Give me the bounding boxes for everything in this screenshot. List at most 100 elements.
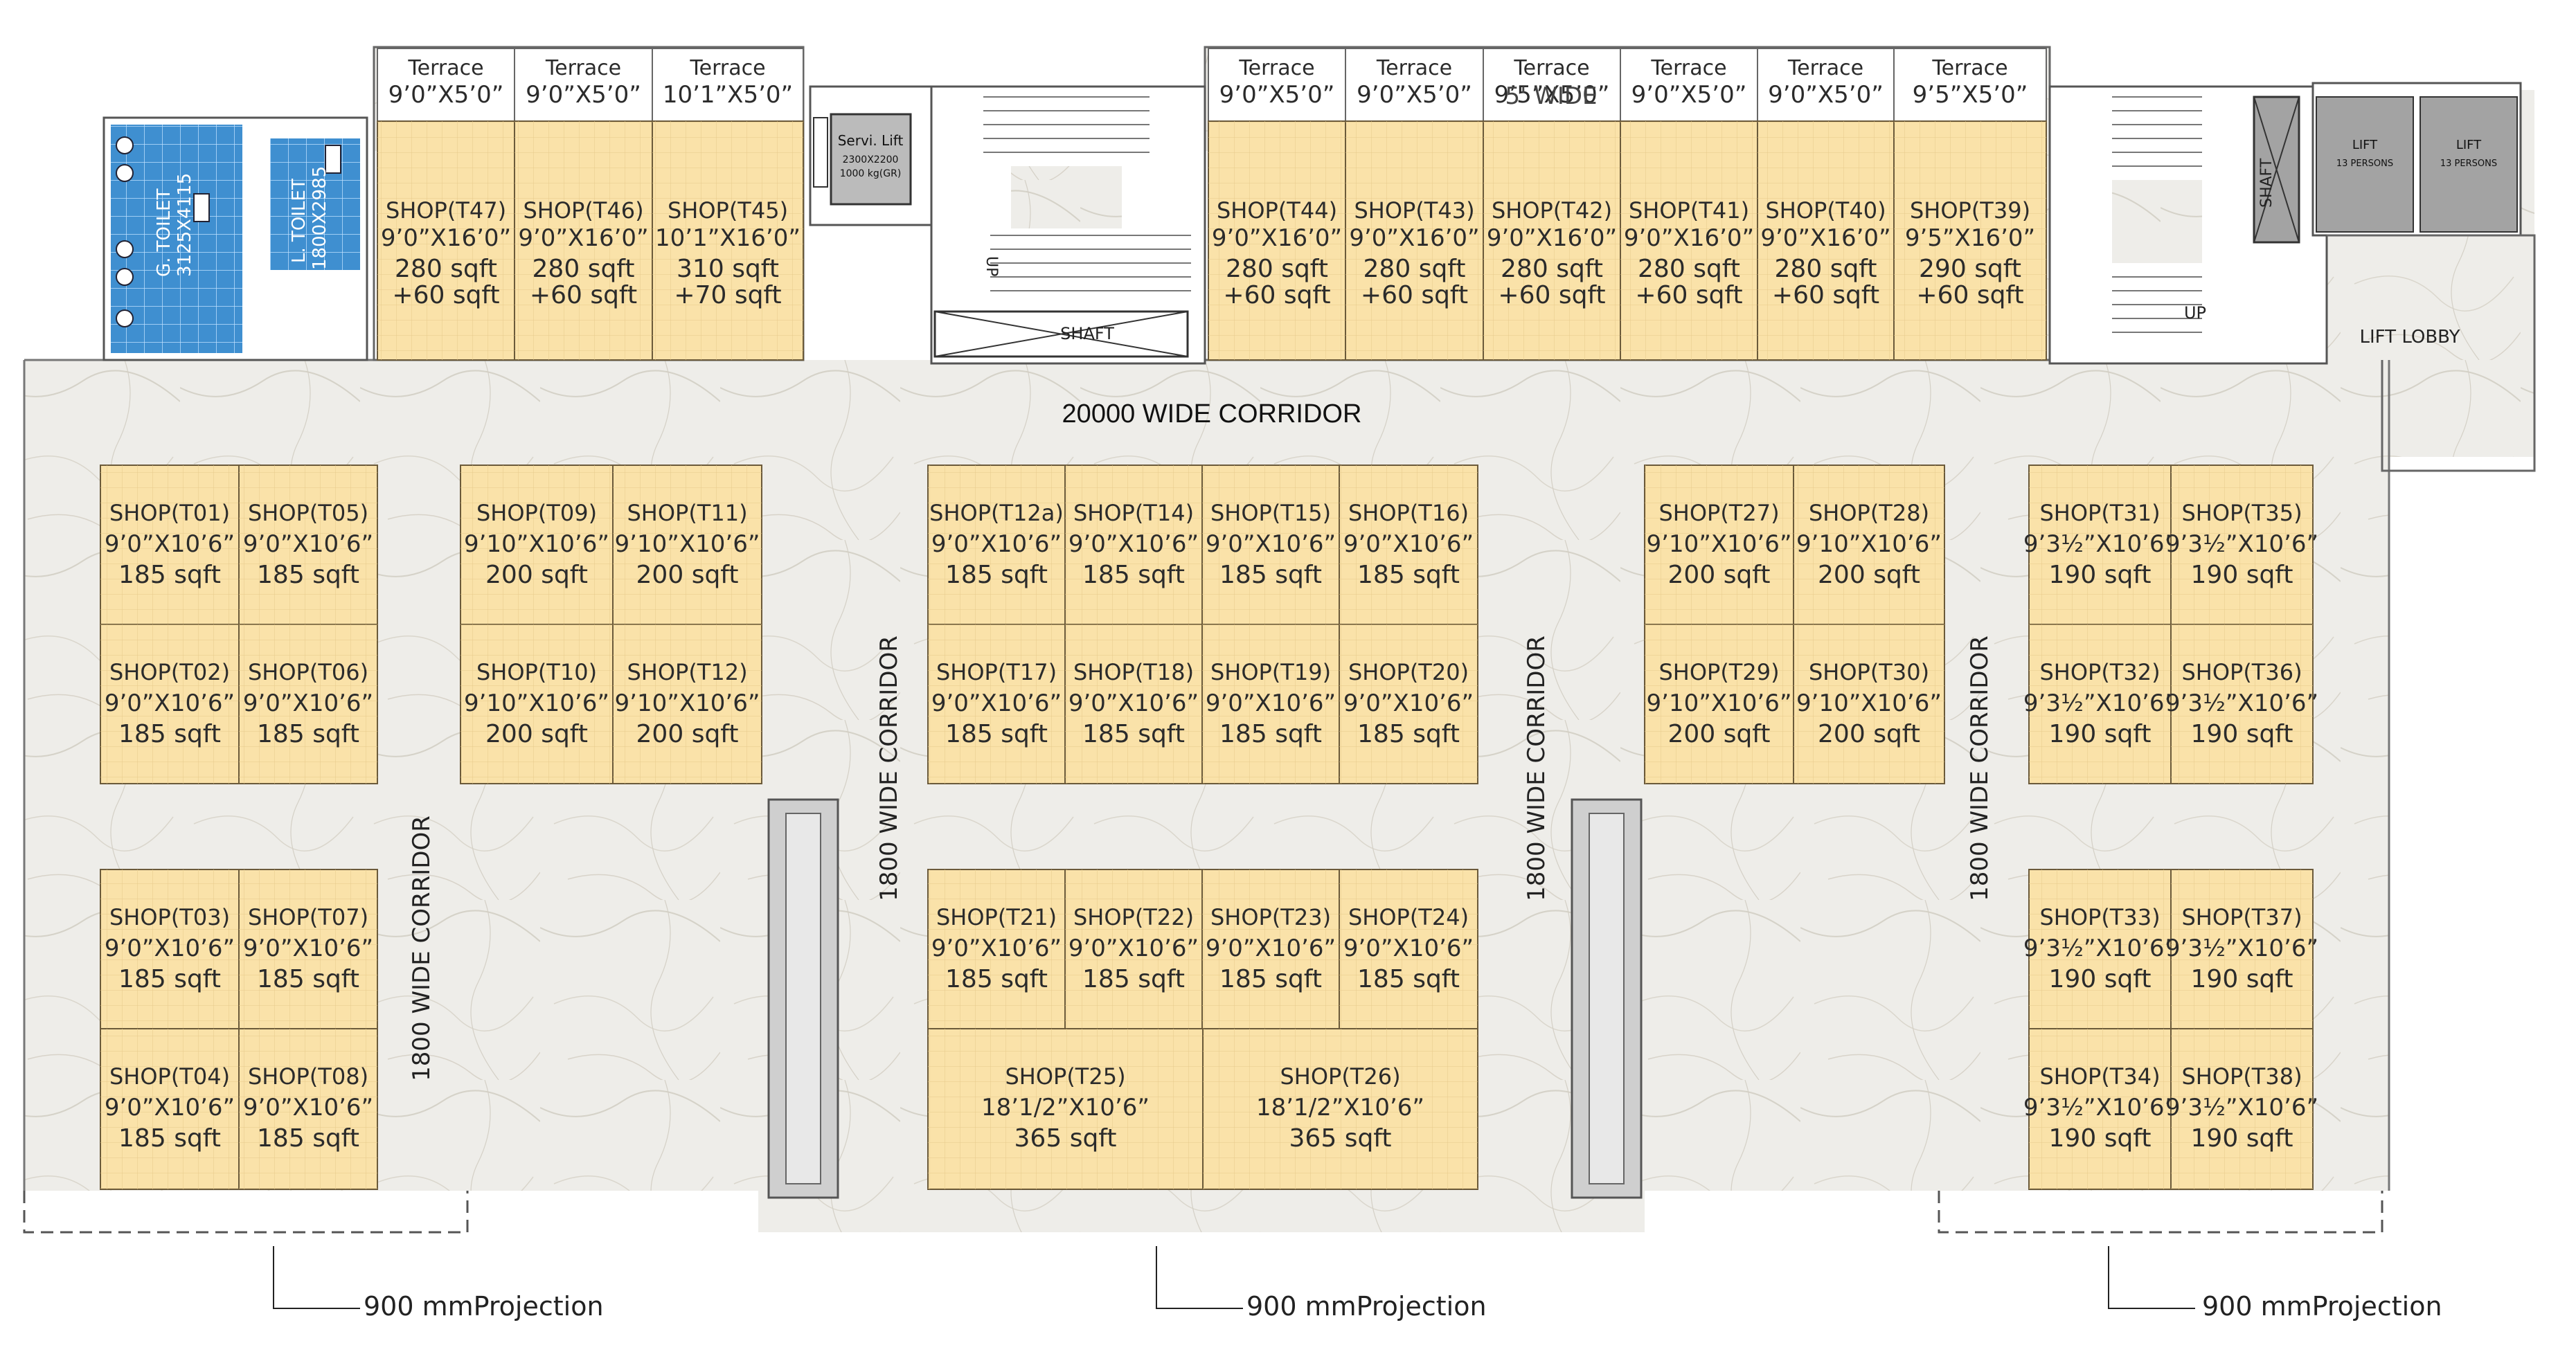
shop-name: SHOP(T17)	[936, 659, 1057, 685]
shop-area: 200 sqft	[485, 561, 588, 589]
terrace-label: Terrace	[407, 56, 483, 80]
shop-dimension: 9’0”X16’0”	[1212, 224, 1342, 252]
shop-name: SHOP(T43)	[1354, 197, 1474, 224]
shop-grid	[1208, 121, 1345, 360]
shop-area: 185 sqft	[1219, 720, 1322, 748]
shop-area: 190 sqft	[2049, 965, 2152, 993]
shop-area: 280 sqft	[1638, 255, 1740, 283]
shop-grid	[928, 1029, 1203, 1189]
shop-grid	[2029, 624, 2171, 784]
up-right-label: UP	[2184, 303, 2206, 323]
service-lift-capacity: 1000 kg(GR)	[840, 168, 902, 179]
shop-clusters: SHOP(T01)9’0”X10’6”185 sqftSHOP(T05)9’0”…	[100, 465, 2318, 1190]
shop-grid	[613, 465, 762, 624]
shop-area: 190 sqft	[2191, 1124, 2293, 1153]
terrace-dimension: 9’0”X5’0”	[388, 81, 504, 109]
shop-name: SHOP(T35)	[2181, 500, 2302, 526]
shop-area: 365 sqft	[1014, 1124, 1117, 1153]
shop-area: 200 sqft	[636, 561, 739, 589]
shop-extra-area: +60 sqft	[1772, 281, 1879, 309]
shop-area: 190 sqft	[2049, 561, 2152, 589]
shop-area: 190 sqft	[2049, 1124, 2152, 1153]
shop-dimension: 9’3½”X10’6”	[2023, 935, 2176, 962]
shop-dimension: 9’0”X10’6”	[105, 1094, 235, 1121]
shop-dimension: 9’10”X10’6”	[1647, 530, 1792, 558]
shop-dimension: 9’0”X10’6”	[243, 935, 373, 962]
up-left-label: UP	[983, 256, 1000, 276]
shop-name: SHOP(T10)	[476, 659, 597, 685]
terrace-label: Terrace	[1650, 56, 1726, 80]
shop-area: 190 sqft	[2049, 720, 2152, 748]
shop-area: 290 sqft	[1919, 255, 2021, 283]
shop-name: SHOP(T14)	[1073, 500, 1194, 526]
shop-name: SHOP(T03)	[109, 904, 230, 930]
shop-area: 185 sqft	[1082, 561, 1185, 589]
shop-dimension: 9’10”X10’6”	[615, 689, 760, 717]
terrace-cell	[1893, 48, 2047, 122]
shop-grid	[1757, 121, 1894, 360]
shop-dimension: 9’0”X10’6”	[931, 689, 1062, 717]
terrace-overlay-text: 5' WIDE	[1505, 82, 1597, 110]
shop-name: SHOP(T45)	[668, 197, 788, 224]
terrace-dimension: 9’5”X5’0”	[1913, 81, 2028, 109]
shop-area: 185 sqft	[1219, 965, 1322, 993]
g-toilet-dims: 3125X4115	[175, 173, 195, 277]
shop-grid	[1202, 869, 1339, 1029]
shop-dimension: 9’3½”X10’6”	[2023, 1094, 2176, 1121]
l-toilet-dims: 1800X2985	[310, 166, 330, 270]
shop-dimension: 9’3½”X10’6”	[2023, 689, 2176, 717]
lift-core: UP SHAFT LIFT 13 PERSONS LIFT 13 PERSONS…	[2048, 82, 2536, 472]
service-core: Servi. Lift 2300X2200 1000 kg(GR) UP SHA…	[809, 85, 1206, 365]
shop-name: SHOP(T23)	[1210, 904, 1331, 930]
shop-grid	[928, 869, 1065, 1029]
shaft-right-label: SHAFT	[2258, 158, 2275, 208]
shop-area: 190 sqft	[2191, 720, 2293, 748]
shop-name: SHOP(T32)	[2039, 659, 2160, 685]
shop-area: 185 sqft	[1082, 965, 1185, 993]
shop-grid	[1794, 624, 1944, 784]
shop-grid	[1620, 121, 1757, 360]
shop-dimension: 9’10”X10’6”	[1796, 689, 1942, 717]
shop-name: SHOP(T25)	[1005, 1063, 1125, 1090]
shop-name: SHOP(T34)	[2039, 1063, 2160, 1090]
shop-grid	[515, 121, 652, 360]
shop-name: SHOP(T44)	[1217, 197, 1337, 224]
shop-grid	[239, 1029, 377, 1189]
service-lift-label: Servi. Lift	[838, 132, 904, 149]
shop-dimension: 9’3½”X10’6”	[2165, 530, 2318, 558]
shop-dimension: 9’0”X16’0”	[518, 224, 648, 252]
service-lift-dims: 2300X2200	[843, 154, 899, 165]
shop-area: 185 sqft	[118, 965, 221, 993]
shop-dimension: 9’3½”X10’6”	[2165, 935, 2318, 962]
l-toilet-label: L. TOILET	[289, 179, 310, 263]
shop-grid	[460, 624, 613, 784]
shop-grid	[1894, 121, 2046, 360]
terrace-cell	[652, 48, 804, 122]
shop-dimension: 9’0”X10’6”	[1068, 689, 1199, 717]
shop-area: 185 sqft	[1219, 561, 1322, 589]
shop-dimension: 9’0”X16’0”	[381, 224, 511, 252]
lift-lobby-label: LIFT LOBBY	[2360, 327, 2460, 348]
shop-name: SHOP(T24)	[1348, 904, 1469, 930]
terrace-label: Terrace	[689, 56, 765, 80]
shop-area: 200 sqft	[1668, 720, 1771, 748]
shop-name: SHOP(T42)	[1492, 197, 1612, 224]
shop-area: 280 sqft	[1363, 255, 1466, 283]
shop-name: SHOP(T12)	[627, 659, 747, 685]
shop-name: SHOP(T15)	[1210, 500, 1331, 526]
terrace-cell	[1620, 48, 1758, 122]
shop-grid	[2029, 465, 2171, 624]
shop-grid	[2029, 1029, 2171, 1189]
shop-grid	[2171, 465, 2313, 624]
projection-callouts: 900 mmProjection 900 mmProjection 900 mm…	[23, 1191, 2442, 1322]
shop-grid	[1345, 121, 1483, 360]
shop-name: SHOP(T16)	[1348, 500, 1469, 526]
shop-name: SHOP(T21)	[936, 904, 1057, 930]
shop-name: SHOP(T40)	[1765, 197, 1886, 224]
terrace-cell	[377, 48, 515, 122]
shop-dimension: 9’0”X10’6”	[1343, 689, 1474, 717]
shop-dimension: 9’0”X10’6”	[105, 530, 235, 558]
terrace-dimension: 9’0”X5’0”	[1357, 81, 1472, 109]
side-corridor-label-3: 1800 WIDE CORRIDOR	[1523, 636, 1550, 901]
